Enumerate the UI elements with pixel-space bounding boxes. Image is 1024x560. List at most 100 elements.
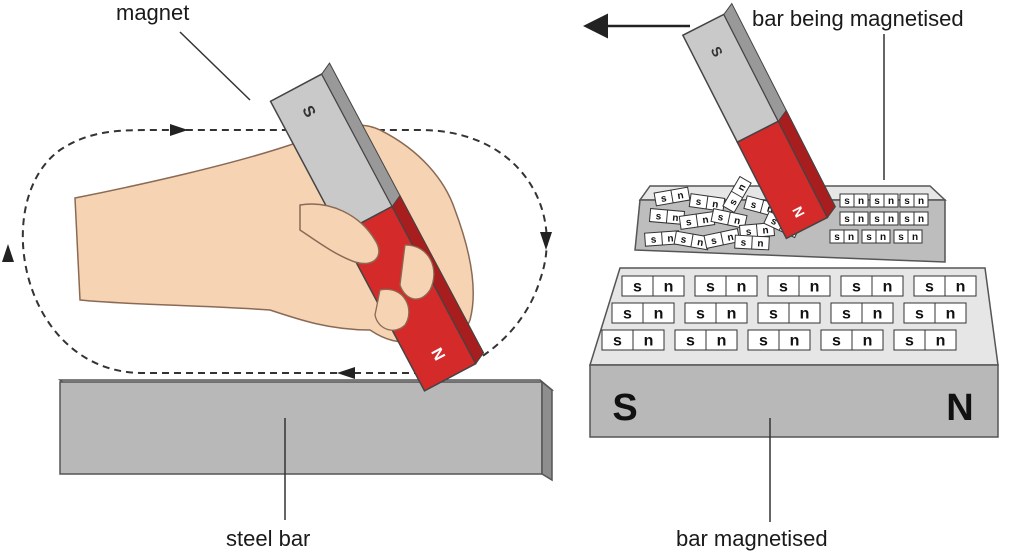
domain-south-letter: s [650, 235, 657, 246]
domain-south-letter: s [728, 197, 741, 208]
domain-south-letter: s [844, 214, 850, 225]
domain-south-letter: s [623, 306, 632, 323]
domain-north-letter: n [717, 333, 727, 350]
thumb [299, 203, 380, 265]
domain-south-letter: s [749, 199, 758, 211]
domain-north-letter: n [883, 279, 893, 296]
domain-south-letter: s [696, 306, 705, 323]
domain-south-letter: s [874, 214, 880, 225]
domain-north-letter: n [888, 214, 894, 225]
domain-south-letter: s [832, 333, 841, 350]
arrow-up-icon [2, 244, 14, 262]
domain-south-letter: s [905, 333, 914, 350]
domain-north-letter: n [644, 333, 654, 350]
arrow-right-icon [170, 124, 188, 136]
domain-south-letter: s [660, 193, 668, 205]
domain-north-letter: n [696, 237, 704, 249]
domain-north-letter: n [888, 196, 894, 207]
domain-south-letter: s [655, 211, 662, 222]
label-magnet: magnet [116, 0, 190, 25]
domain-south-letter: s [680, 234, 688, 246]
domain-south-letter: s [834, 232, 840, 243]
bar-north-pole: N [946, 387, 973, 429]
domain-south-letter: s [852, 279, 861, 296]
domain-north-letter: n [702, 215, 710, 227]
domain-north-letter: n [672, 213, 679, 224]
domain-north-letter: n [858, 214, 864, 225]
domain-north-letter: n [677, 190, 685, 202]
domain-south-letter: s [710, 235, 718, 247]
domain-south-letter: s [695, 197, 702, 209]
domain-south-letter: s [685, 217, 692, 229]
domain-south-letter: s [769, 216, 779, 229]
domain-north-letter: n [936, 333, 946, 350]
arrow-left-icon [337, 367, 355, 379]
domain-south-letter: s [706, 279, 715, 296]
domain-north-letter: n [654, 306, 664, 323]
magnet-pointer [179, 31, 251, 101]
label-bar-being-magnetised: bar being magnetised [752, 6, 964, 31]
hand-held-magnet: S N [74, 62, 485, 392]
domain-south-letter: s [898, 232, 904, 243]
domain-south-letter: s [769, 306, 778, 323]
domain-north-letter: n [790, 333, 800, 350]
label-bar-magnetised: bar magnetised [676, 526, 828, 551]
domain-north-letter: n [664, 279, 674, 296]
domain-north-letter: n [762, 225, 769, 236]
domain-north-letter: n [918, 196, 924, 207]
domain-north-letter: n [858, 196, 864, 207]
domain-north-letter: n [711, 199, 719, 211]
domain-north-letter: n [918, 214, 924, 225]
domain-south-letter: s [925, 279, 934, 296]
domain-south-letter: s [745, 227, 752, 238]
domain-north-letter: n [757, 238, 764, 249]
steel-bar [57, 379, 555, 482]
domain-south-letter: s [779, 279, 788, 296]
domain-south-letter: s [759, 333, 768, 350]
domain-south-letter: s [844, 196, 850, 207]
domain-north-letter: n [726, 232, 734, 244]
domain-north-letter: n [863, 333, 873, 350]
stroke-path-arrows [2, 124, 552, 379]
bar-south-pole: S [612, 387, 637, 429]
domain-north-letter: n [737, 279, 747, 296]
stroking-magnet: S N [681, 2, 836, 240]
domain-north-letter: n [800, 306, 810, 323]
domain-south-letter: s [633, 279, 642, 296]
arrow-down-icon [540, 232, 552, 250]
domain-south-letter: s [842, 306, 851, 323]
domain-south-letter: s [866, 232, 872, 243]
domain-north-letter: n [912, 232, 918, 243]
domain-north-letter: n [946, 306, 956, 323]
domain-south-letter: s [904, 196, 910, 207]
domain-south-letter: s [740, 238, 747, 249]
domain-north-letter: n [956, 279, 966, 296]
domain-south-letter: s [613, 333, 622, 350]
domain-north-letter: n [873, 306, 883, 323]
